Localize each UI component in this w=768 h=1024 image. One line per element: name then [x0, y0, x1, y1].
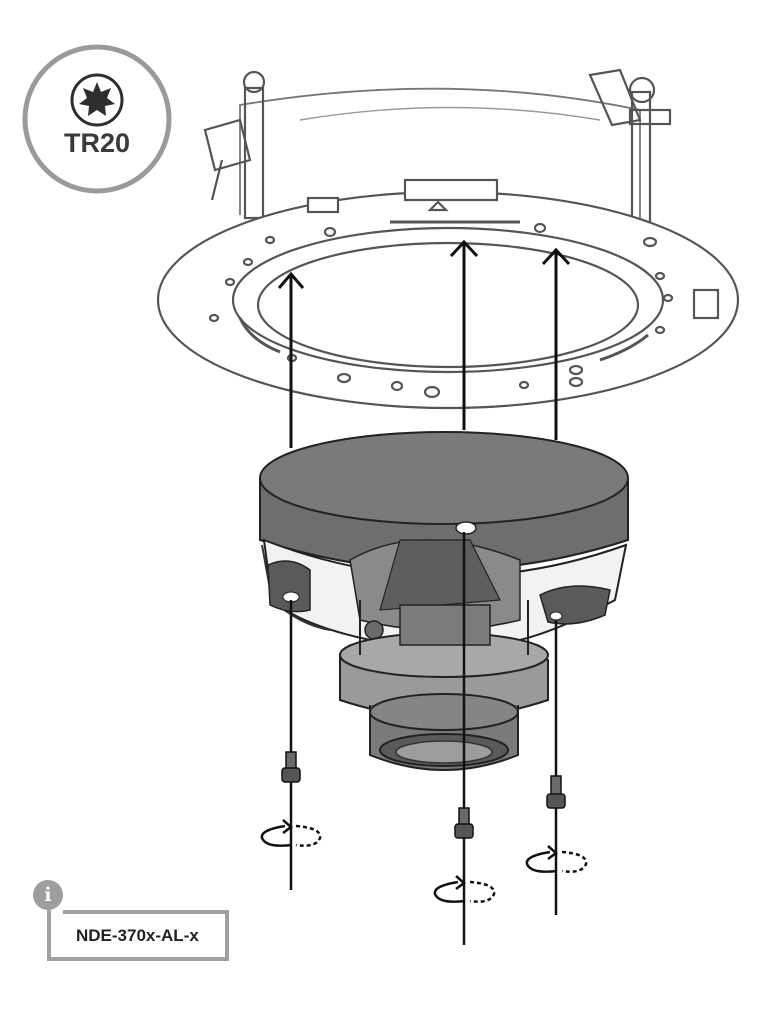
torx-bit-icon [70, 73, 124, 127]
tool-size-label: TR20 [63, 128, 131, 158]
screw-guide-lines [289, 532, 558, 945]
tool-badge [22, 44, 172, 194]
rotate-icon-right [525, 845, 588, 873]
label-bracket-left [47, 910, 51, 961]
screw-right [546, 775, 566, 809]
screw-center [454, 807, 474, 839]
label-bracket-right [225, 910, 229, 961]
info-icon: i [33, 880, 63, 910]
left-clamp [203, 70, 266, 220]
rotation-arrows [260, 819, 588, 903]
rotate-icon-left [260, 819, 322, 847]
screws [281, 751, 566, 839]
rotate-icon-center [433, 875, 496, 903]
mounting-ring [156, 68, 740, 410]
camera-housing [259, 431, 629, 771]
right-clamp [588, 68, 672, 224]
screw-left [281, 751, 301, 783]
label-bracket-top [63, 910, 229, 914]
model-label: NDE-370x-AL-x [76, 926, 199, 945]
upward-arrows [277, 239, 571, 448]
label-bracket-bottom [47, 957, 229, 961]
